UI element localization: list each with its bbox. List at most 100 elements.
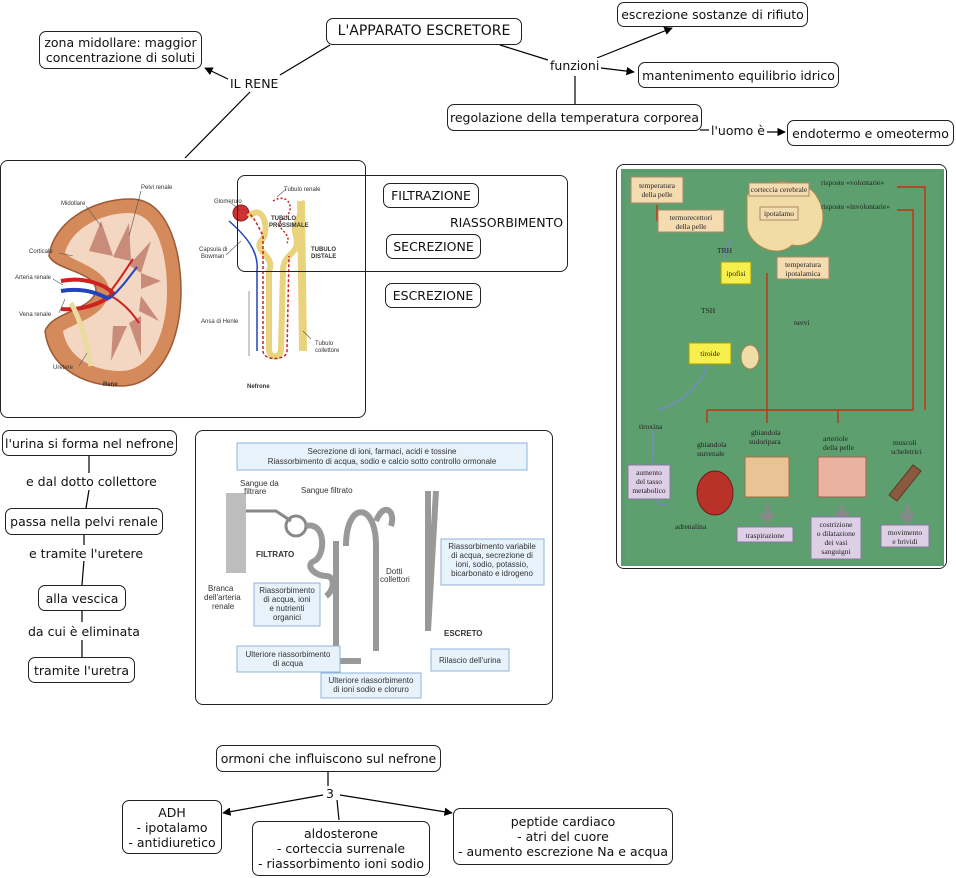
filtrazione-node[interactable]: FILTRAZIONE: [383, 183, 479, 208]
nephron-detail-panel: Secrezione di ioni, farmaci, acidi e tos…: [195, 430, 553, 705]
rilascio-label: Rilascio dell'urina: [439, 656, 502, 665]
hormones-count-label[interactable]: 3: [324, 786, 336, 801]
label-prossimale: PROSSIMALE: [269, 223, 309, 229]
riass-line-4: organici: [273, 613, 301, 622]
escreto-label: ESCRETO: [444, 629, 483, 638]
urine-step-1[interactable]: l'urina si forma nel nefrone: [2, 430, 177, 456]
kidney-drawing: [44, 198, 182, 387]
adrenalina-label: adrenalina: [675, 522, 707, 531]
aumento-line-3: metabolico: [632, 486, 666, 495]
kidney-nephron-illustration: Midollare Pelvi renale Corticale Arteria…: [15, 185, 340, 390]
ghiandola-surr-label-1: ghiandola: [697, 440, 727, 449]
hormones-header-node[interactable]: ormoni che influiscono sul nefrone: [216, 745, 441, 772]
variabile-line-2: di acqua, secrezione di: [451, 551, 533, 560]
regolazione-temp-node[interactable]: regolazione della temperatura corporea: [447, 104, 702, 131]
temp-pelle-label-2: della pelle: [641, 190, 673, 199]
temp-ipo-label-2: ipotalamica: [786, 269, 822, 278]
peptide-node[interactable]: peptide cardiaco - atri del cuore - aume…: [453, 808, 673, 865]
label-glomerulo: Glomerulo: [214, 199, 242, 205]
label-corticale: Corticale: [29, 249, 53, 255]
label-uretere: Uretere: [53, 365, 74, 371]
label-bowman: Bowman: [201, 254, 224, 260]
riassorbimento-ormonale-label: Riassorbimento di acqua, sodio e calcio …: [268, 457, 497, 466]
ghiandola-sud-label-2: sudoripara: [749, 437, 781, 446]
aldosterone-node[interactable]: aldosterone - corteccia surrenale - rias…: [252, 821, 430, 876]
movimento-line-2: e brividi: [892, 537, 917, 546]
collettori-label: collettori: [380, 575, 410, 584]
risposte-invol-label: risposte «involontarie»: [821, 202, 890, 211]
label-ansa-henle: Ansa di Henle: [201, 319, 239, 325]
funzioni-label[interactable]: funzioni: [548, 58, 602, 73]
ulteriore2-line-1: Ulteriore riassorbimento: [329, 676, 414, 685]
riass-line-2: di acqua, ioni: [263, 595, 310, 604]
urine-step-6[interactable]: da cui è eliminata: [26, 624, 142, 639]
urine-step-5[interactable]: alla vescica: [38, 585, 126, 611]
process-group-box: [237, 175, 568, 272]
urine-step-7[interactable]: tramite l'uretra: [28, 657, 135, 683]
movimento-line-1: movimento: [888, 528, 922, 537]
adh-node[interactable]: ADH - ipotalamo - antidiuretico: [122, 800, 222, 854]
escrezione-node[interactable]: ESCREZIONE: [385, 283, 481, 308]
aumento-line-2: del tasso: [636, 477, 662, 486]
riassorbimento-label[interactable]: RIASSORBIMENTO: [450, 215, 564, 230]
kidney-image-panel: Midollare Pelvi renale Corticale Arteria…: [0, 160, 366, 418]
traspirazione-label: traspirazione: [746, 531, 785, 540]
tiroide-label: tiroide: [700, 349, 720, 358]
title-node[interactable]: L'APPARATO ESCRETORE: [326, 18, 522, 45]
label-tubulo-p: TUBULO: [271, 216, 296, 222]
label-collettore: collettore: [315, 348, 340, 354]
urine-step-2[interactable]: e dal dotto collettore: [24, 474, 159, 489]
label-distale: DISTALE: [311, 254, 336, 260]
costrizione-line-2: o dilatazione: [817, 529, 856, 538]
label-arteria-renale: Arteria renale: [15, 275, 52, 281]
sangue-filtrato-label: Sangue filtrato: [301, 486, 353, 495]
label-rene: Rene: [103, 382, 118, 388]
variabile-line-1: Riassorbimento variabile: [448, 542, 536, 551]
termorecettori-label-1: termorecettori: [670, 213, 712, 222]
label-tubulo-renale: Tubulo renale: [284, 187, 321, 193]
aumento-line-1: aumento: [636, 468, 662, 477]
urine-step-4[interactable]: e tramite l'uretere: [27, 546, 146, 561]
ghiandola-surr-label-2: surrenale: [697, 449, 725, 458]
ulteriore2-line-2: di ioni sodio e cloruro: [333, 685, 409, 694]
renale-label: renale: [212, 602, 235, 611]
urine-step-3[interactable]: passa nella pelvi renale: [5, 508, 163, 535]
rene-label[interactable]: IL RENE: [228, 76, 281, 91]
riass-line-3: e nutrienti: [269, 604, 304, 613]
nephron-detail-illustration: Secrezione di ioni, farmaci, acidi e tos…: [204, 442, 545, 699]
uomo-label[interactable]: l'uomo è: [709, 123, 767, 138]
midollare-node[interactable]: zona midollare: maggior concentrazione d…: [39, 31, 202, 69]
sangue-da-label: Sangue da: [240, 479, 279, 488]
dotti-label: Dotti: [386, 567, 403, 576]
risposte-vol-label: risposte «volontarie»: [821, 178, 884, 187]
corteccia-label: corteccia cerebrale: [751, 185, 808, 194]
equilibrio-idrico-node[interactable]: mantenimento equilibrio idrico: [638, 62, 839, 88]
ulteriore1-line-2: di acqua: [273, 659, 304, 668]
trh-label: TRH: [717, 246, 733, 255]
secrezione-ioni-label: Secrezione di ioni, farmaci, acidi e tos…: [308, 447, 458, 456]
endotermo-node[interactable]: endotermo e omeotermo: [787, 120, 954, 146]
termorecettori-label-2: della pelle: [675, 222, 707, 231]
nervi-label: nervi: [794, 318, 809, 327]
label-pelvi-renale: Pelvi renale: [141, 185, 173, 191]
tiroxina-label: tiroxina: [639, 422, 663, 431]
ipofisi-label: ipofisi: [726, 269, 745, 278]
branca-label: Branca: [208, 584, 234, 593]
riass-line-1: Riassorbimento: [259, 586, 315, 595]
variabile-line-4: bicarbonato e idrogeno: [451, 569, 533, 578]
label-tubulo-coll: Tubulo: [315, 341, 334, 347]
thermo-image-panel: temperatura della pelle corteccia cerebr…: [616, 164, 947, 569]
label-nefrone: Nefrone: [247, 384, 270, 390]
filtrato-label: FILTRATO: [256, 550, 294, 559]
secrezione-node[interactable]: SECREZIONE: [386, 234, 481, 259]
muscoli-label-1: muscoli: [893, 438, 917, 447]
label-vena-renale: Vena renale: [19, 312, 52, 318]
escrezione-rifiuto-node[interactable]: escrezione sostanze di rifiuto: [617, 2, 808, 27]
costrizione-line-4: sanguigni: [821, 547, 850, 556]
arteriole-label-1: arteriole: [823, 434, 849, 443]
tsh-label: TSH: [701, 306, 716, 315]
nephron-drawing: [228, 197, 307, 360]
variabile-line-3: ioni, sodio, potassio,: [456, 560, 529, 569]
label-capsula: Capsula di: [199, 247, 227, 253]
